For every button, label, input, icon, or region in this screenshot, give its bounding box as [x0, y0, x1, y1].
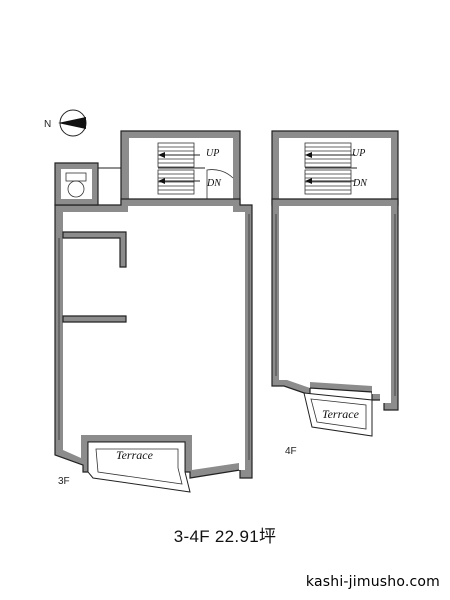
floor-label-3f: 3F — [58, 476, 70, 487]
terrace-label-3f: Terrace — [116, 448, 154, 462]
compass: N — [44, 109, 87, 137]
stairs-down-label-3f: DN — [206, 178, 222, 189]
plan-4f: UP DN Terrace 4F — [271, 130, 399, 457]
stairs-4f — [304, 142, 357, 195]
compass-north-label: N — [44, 119, 51, 130]
toilet-icon — [65, 172, 87, 198]
stairs-up-label-3f: UP — [206, 148, 219, 159]
compass-needle-icon — [58, 117, 86, 129]
terrace-3f — [87, 441, 191, 493]
floor-label-4f: 4F — [285, 446, 297, 457]
terrace-label-4f: Terrace — [322, 407, 360, 421]
floor-area-caption: 3-4F 22.91坪 — [173, 527, 277, 546]
stairs-up-label-4f: UP — [352, 148, 365, 159]
stairs-3f — [157, 142, 234, 199]
plan-3f: UP DN Terrace 3F — [54, 130, 253, 493]
stairs-down-label-4f: DN — [352, 178, 368, 189]
website-label: kashi-jimusho.com — [305, 574, 440, 590]
terrace-4f — [303, 392, 373, 437]
